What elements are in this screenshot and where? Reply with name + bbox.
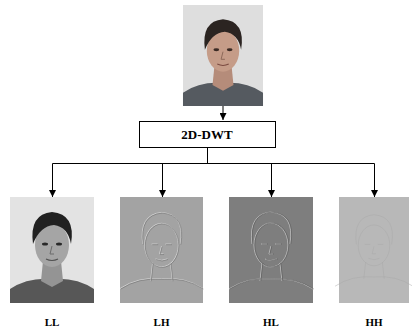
hh-image-ground <box>339 197 409 303</box>
connector-arrow <box>163 148 208 197</box>
box-label: 2D-DWT <box>181 127 232 143</box>
subband-image: LH <box>120 197 203 328</box>
connector-arrow <box>53 148 208 197</box>
connector-arrow <box>208 148 272 197</box>
hl-image <box>229 212 313 289</box>
lh-image <box>120 212 203 288</box>
hl-image-shadow <box>230 212 314 289</box>
subband-image: HH <box>339 197 409 328</box>
input-photo <box>183 5 263 106</box>
subband-label: LH <box>120 316 203 328</box>
connector-arrow <box>208 148 375 197</box>
subband-label: HL <box>229 316 313 328</box>
lh-image-ground <box>120 197 203 303</box>
subband-image: LL <box>10 197 94 328</box>
ll-image <box>10 197 94 303</box>
subband-label: LL <box>10 316 94 328</box>
hh-image <box>335 215 412 287</box>
subband-label: HH <box>339 316 409 328</box>
hl-image-ground <box>229 197 313 303</box>
input-arrow <box>223 106 224 120</box>
process-box: 2D-DWT <box>139 121 276 148</box>
lh-image-shadow <box>121 213 204 289</box>
subband-image: HL <box>229 197 313 328</box>
